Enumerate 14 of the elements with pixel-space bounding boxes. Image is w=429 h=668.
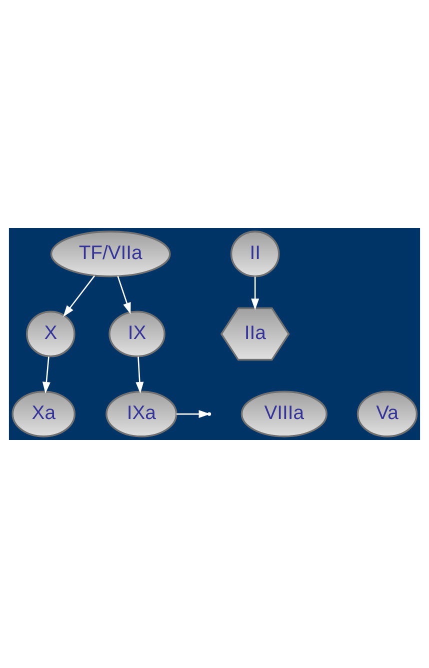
node-ellipse: Xa — [12, 390, 76, 438]
arrow — [251, 276, 260, 310]
arrow — [63, 275, 96, 317]
node-ellipse: TF/VIIa — [50, 230, 171, 278]
arrow — [117, 276, 131, 314]
node-ellipse: Va — [356, 390, 418, 438]
arrow — [176, 410, 210, 418]
arrow — [42, 356, 50, 394]
node-ellipse: IX — [108, 310, 166, 358]
node-circle: II — [230, 230, 280, 278]
node-circle: X — [26, 310, 76, 358]
arrow — [136, 356, 144, 394]
node-ellipse: VIIIa — [240, 390, 328, 438]
node-ellipse: IXa — [106, 390, 178, 438]
